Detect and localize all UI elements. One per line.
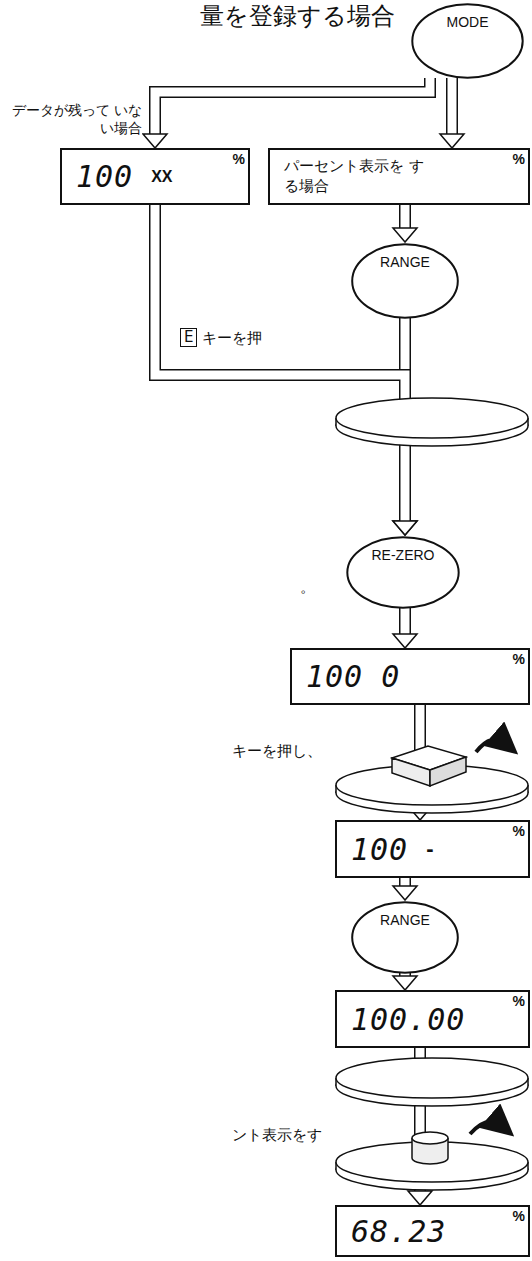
arrow-body xyxy=(401,608,410,635)
arrowhead xyxy=(393,886,417,900)
arrow-body xyxy=(155,203,405,522)
key-label: RANGE xyxy=(380,254,430,270)
display-readout: 68.23 xyxy=(351,1214,446,1249)
weighing-pan-with-sample xyxy=(336,1122,528,1191)
arrowhead xyxy=(393,521,417,535)
display-readout: XX xyxy=(151,168,172,186)
key-outline xyxy=(345,535,461,610)
arrow-outline xyxy=(399,203,411,229)
arrowhead xyxy=(393,521,417,535)
display-panel: 100.00% xyxy=(335,990,530,1048)
percent-mark: % xyxy=(513,823,525,839)
weighing-pan xyxy=(336,1058,528,1106)
key-outline xyxy=(350,900,460,975)
condition-text: パーセント表示を する場合 xyxy=(284,157,424,196)
flow-arrow xyxy=(393,876,417,900)
weighing-pan-with-box xyxy=(336,740,528,814)
display-readout: - xyxy=(426,836,433,862)
percent-mark: % xyxy=(513,993,525,1009)
percent-mark: % xyxy=(513,151,525,167)
instruction-text: 。 xyxy=(300,578,315,597)
key-label: MODE xyxy=(447,14,489,30)
display-readout: 0 xyxy=(381,659,400,694)
page-title: 量を登録する場合 xyxy=(200,0,395,32)
flow-arrow xyxy=(393,203,417,242)
instruction-text: キーを押 xyxy=(202,329,262,348)
arrow-body xyxy=(448,78,457,135)
instruction-text: ント表示をす xyxy=(232,1126,322,1145)
instruction-text: キーを押し、 xyxy=(232,742,322,761)
flow-arrow xyxy=(440,78,464,148)
percent-mark: % xyxy=(233,151,245,167)
key-label: RANGE xyxy=(380,912,430,928)
display-panel: 100 XX% xyxy=(60,148,250,205)
flow-arrow xyxy=(393,608,417,648)
range-key: RANGE xyxy=(350,900,460,975)
arrowhead xyxy=(440,134,464,148)
display-readout: 100 xyxy=(306,659,363,694)
range-key: RANGE xyxy=(350,242,460,320)
flow-arrow xyxy=(393,973,417,990)
arrowhead xyxy=(143,134,167,148)
arrow-outline xyxy=(155,78,430,135)
arrow-body xyxy=(155,78,430,135)
flow-arrow xyxy=(143,78,430,148)
arrowhead xyxy=(393,976,417,990)
re-zero-key: RE-ZERO xyxy=(345,535,461,610)
branch-condition: データが残って いない場合 xyxy=(6,101,142,137)
display-panel: 100-% xyxy=(335,820,530,878)
key-name: E xyxy=(180,328,197,347)
arrow-outline xyxy=(446,78,458,135)
display-readout: 100.00 xyxy=(351,1002,465,1037)
arrow-outline xyxy=(155,203,405,522)
display-readout: 100 xyxy=(76,159,133,194)
key-label: RE-ZERO xyxy=(372,547,435,563)
arrow-outline xyxy=(399,608,411,635)
key-outline xyxy=(410,2,525,80)
display-panel: 100 0% xyxy=(290,648,530,705)
arrow-body xyxy=(401,203,410,229)
percent-mark: % xyxy=(513,1208,525,1224)
percent-mark: % xyxy=(513,651,525,667)
weighing-pan xyxy=(336,398,528,446)
arrowhead xyxy=(393,228,417,242)
arrowhead xyxy=(408,1191,432,1205)
key-outline xyxy=(350,242,460,320)
display-readout: 100 xyxy=(351,832,408,867)
arrowhead xyxy=(393,634,417,648)
condition-box: パーセント表示を する場合% xyxy=(268,148,530,205)
display-panel: 68.23% xyxy=(335,1205,530,1257)
mode-key: MODE xyxy=(410,2,525,80)
